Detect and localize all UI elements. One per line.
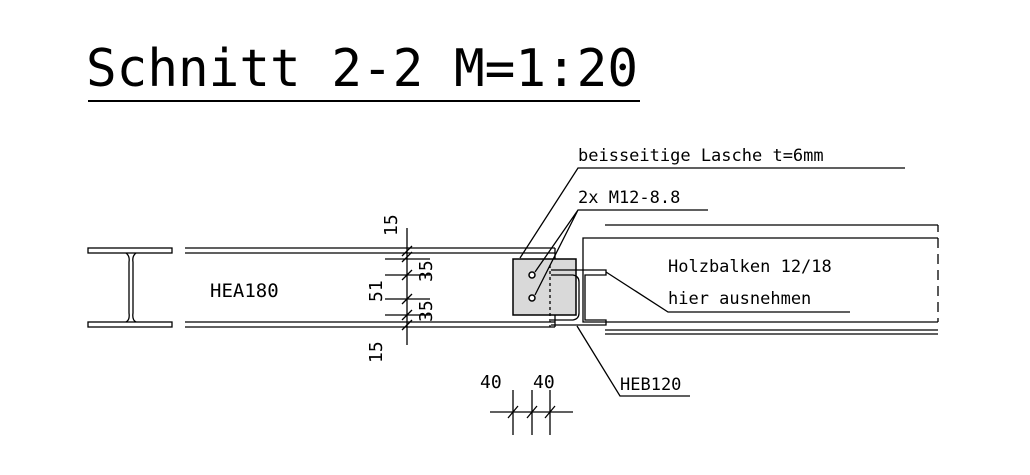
dim-15-bottom: 15 (366, 341, 387, 363)
heb120-profile (551, 269, 607, 326)
dim-15-top: 15 (381, 214, 402, 236)
drawing-title: Schnitt 2-2 M=1:20 (86, 39, 638, 99)
bolts-label: 2x M12-8.8 (578, 188, 680, 208)
holz-label-2: hier ausnehmen (668, 289, 811, 309)
heb-leader (576, 325, 690, 397)
bolt-upper (528, 271, 536, 279)
hea180-label: HEA180 (210, 280, 279, 302)
vertical-dimension (385, 228, 430, 345)
dim-51: 51 (366, 280, 387, 302)
dim-35-lower: 35 (416, 300, 437, 322)
hea180-section (87, 247, 173, 328)
holz-label-1: Holzbalken 12/18 (668, 257, 832, 277)
bolts-leader (534, 209, 708, 296)
dim-40-left: 40 (480, 372, 502, 393)
bolt-lower (528, 294, 536, 302)
lasche-leader (519, 167, 905, 259)
dim-40-right: 40 (533, 372, 555, 393)
lasche-label: beisseitige Lasche t=6mm (578, 146, 824, 166)
holz-leader (605, 271, 850, 313)
dim-35-upper: 35 (416, 260, 437, 282)
horizontal-dimension (490, 390, 573, 435)
lasche-plate (512, 258, 577, 316)
heb-label: HEB120 (620, 375, 681, 395)
wooden-beam (582, 224, 939, 335)
